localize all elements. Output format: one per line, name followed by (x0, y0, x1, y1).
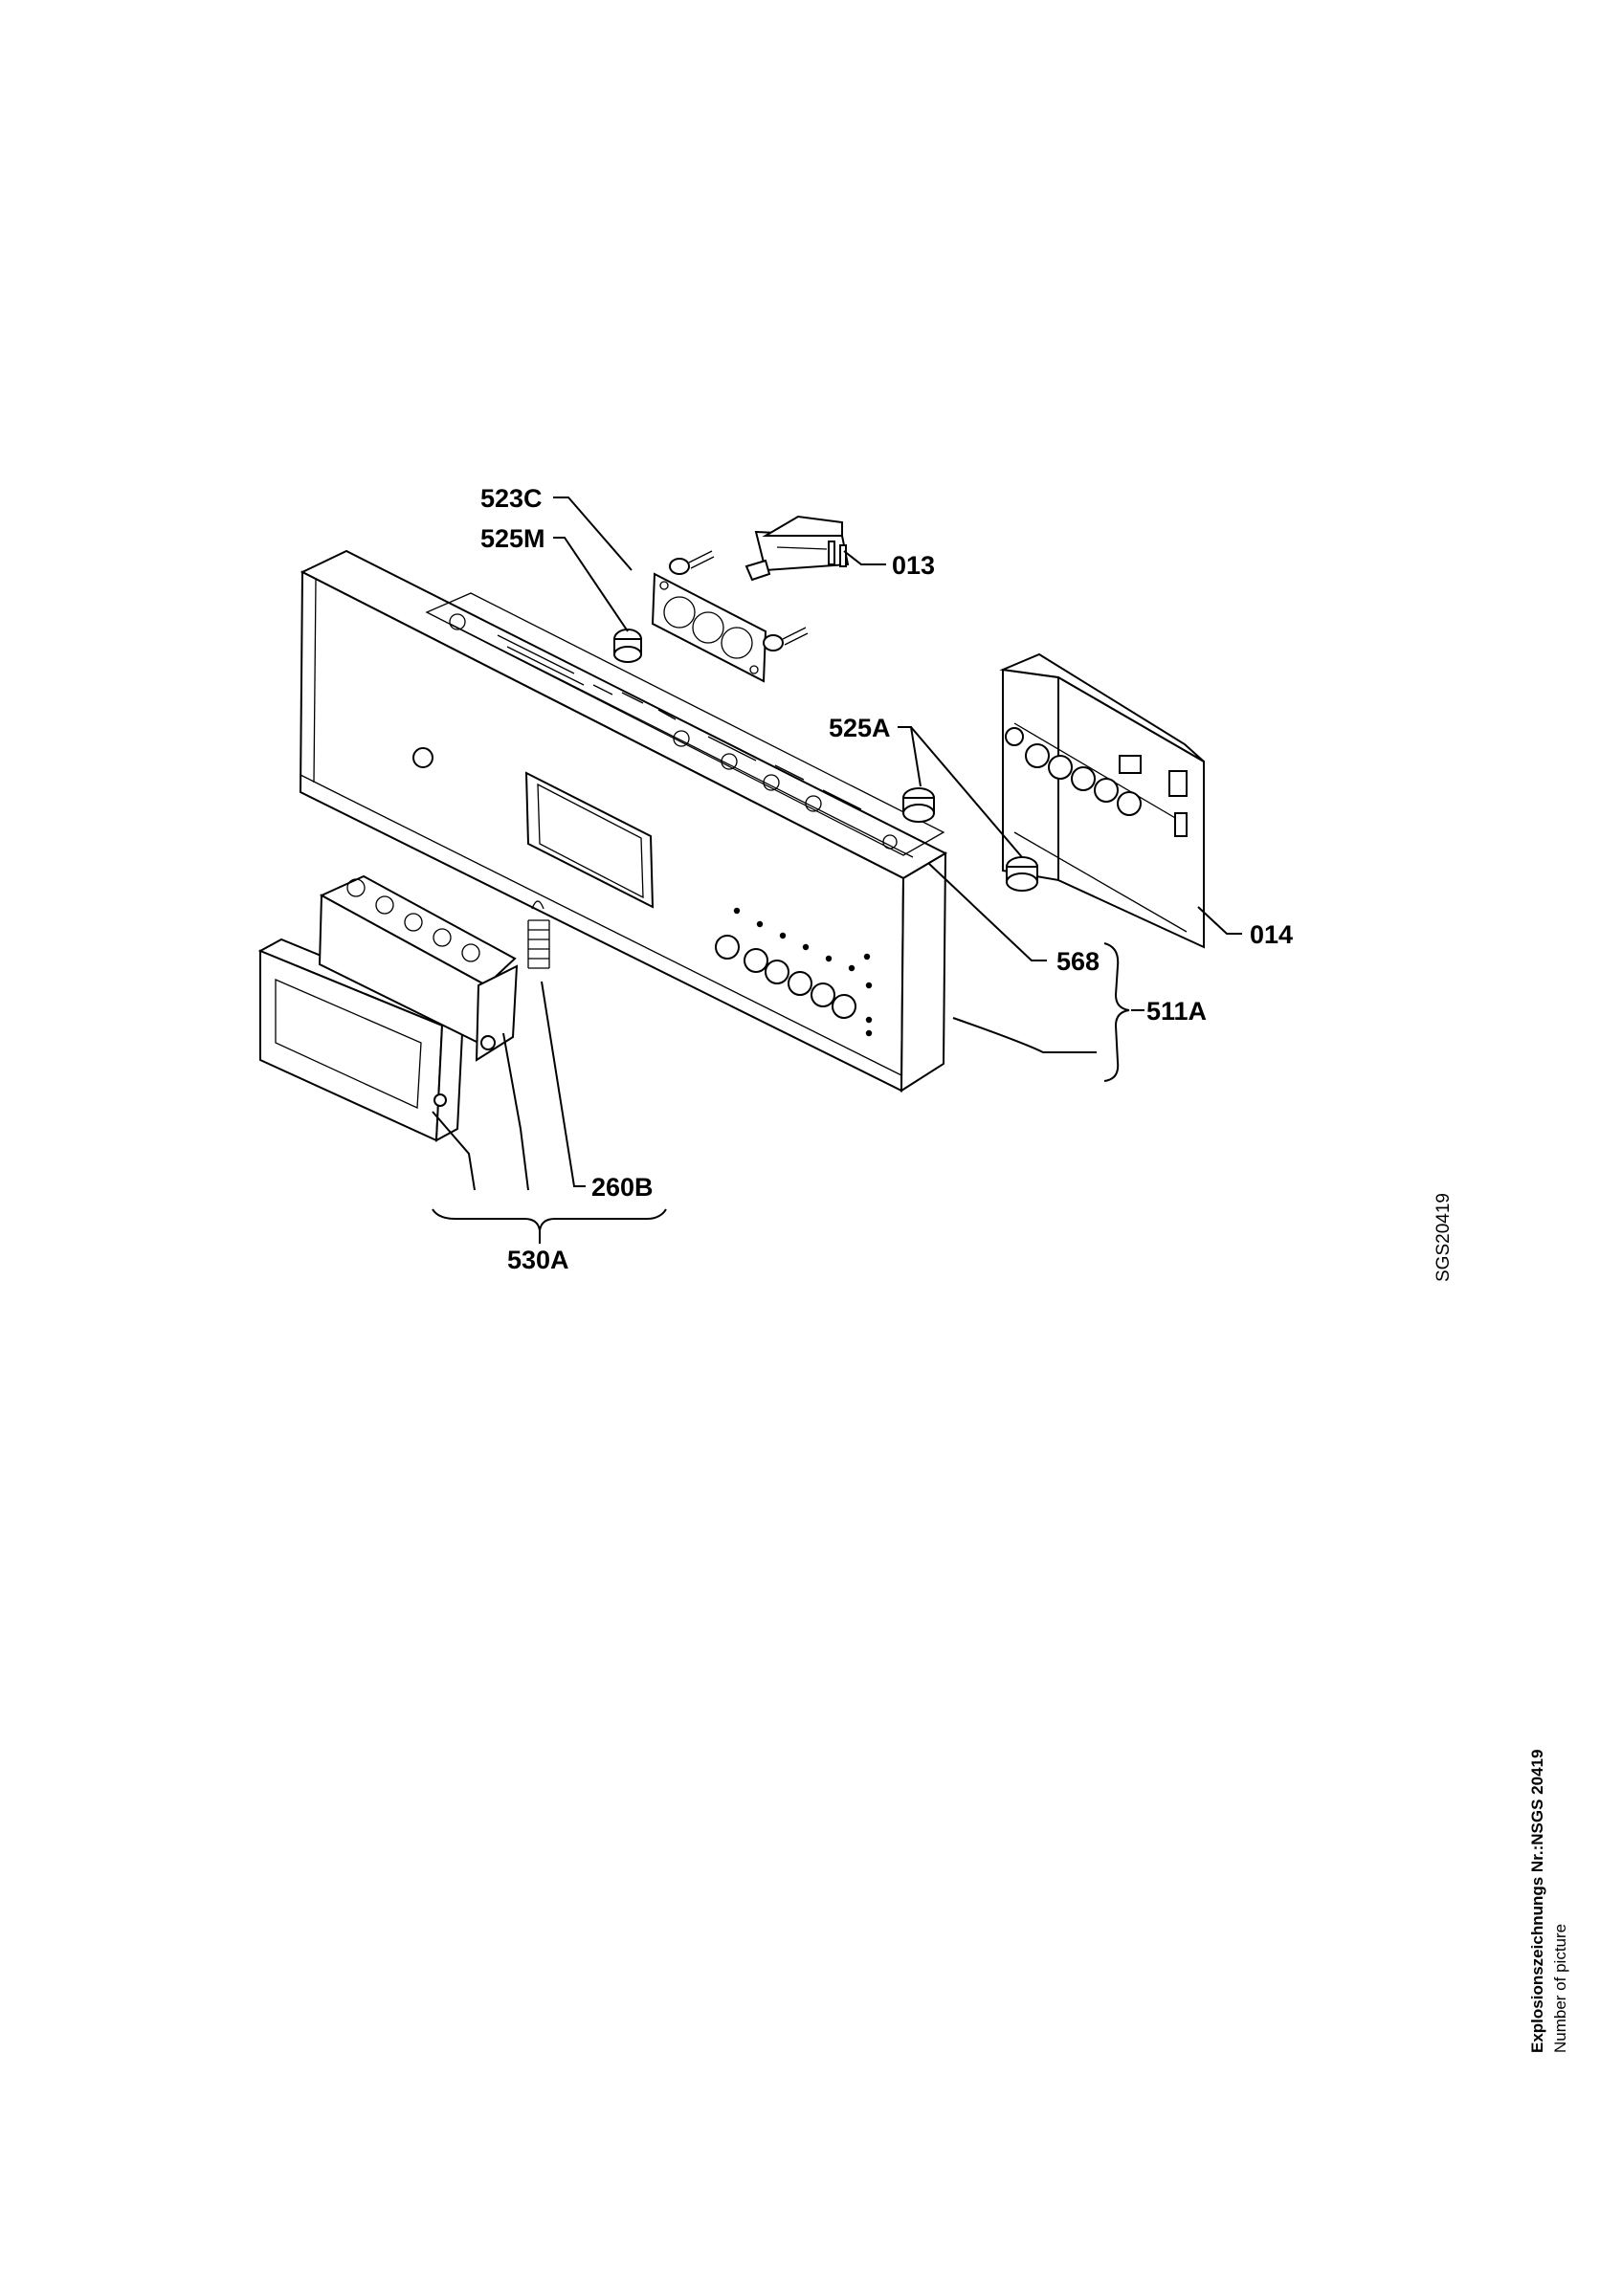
switch-knob (613, 629, 642, 663)
switch-bracket (651, 572, 767, 683)
label-511A: 511A (1146, 997, 1207, 1026)
label-260B: 260B (591, 1173, 654, 1202)
label-013: 013 (892, 551, 935, 580)
push-buttons (902, 787, 1038, 892)
panel-buttons (715, 907, 873, 1037)
label-525A: 525A (829, 714, 891, 742)
screws (669, 550, 809, 651)
control-panel (299, 549, 948, 1093)
footer-title: Explosionszeichnungs Nr.:NSGS 20419 (1528, 1750, 1546, 2053)
spring (527, 900, 550, 969)
main-switch (744, 515, 850, 582)
label-525M: 525M (480, 524, 545, 553)
strip-markings (449, 613, 898, 850)
label-530A: 530A (507, 1246, 569, 1274)
door-handle (257, 874, 519, 1142)
electronic-module (999, 652, 1205, 949)
label-568: 568 (1056, 947, 1100, 976)
label-014: 014 (1250, 920, 1293, 949)
label-523C: 523C (480, 484, 543, 513)
drawing-code: SGS20419 (1433, 1193, 1454, 1282)
leader-lines (432, 497, 1242, 1244)
footer-subtitle: Number of picture (1551, 1924, 1569, 2053)
